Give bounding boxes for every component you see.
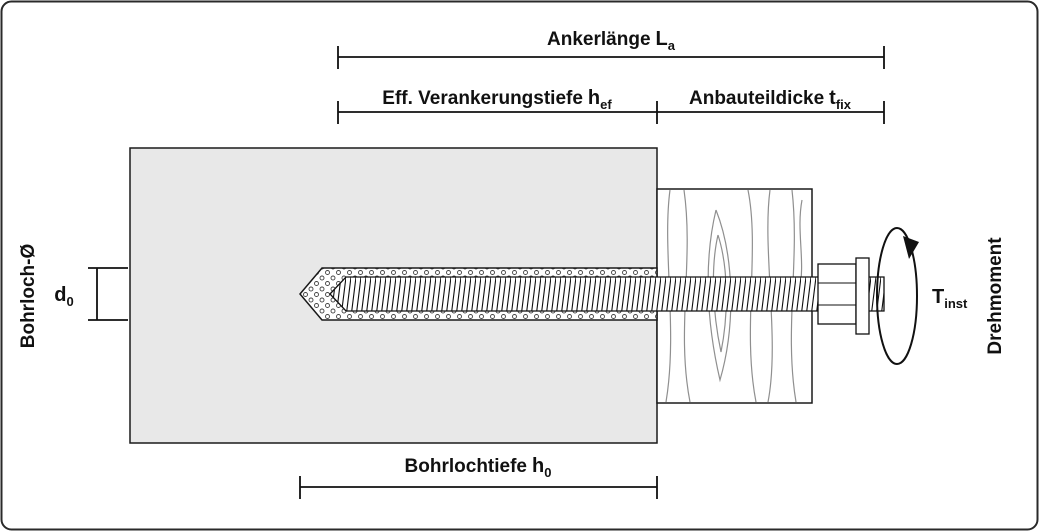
threaded-rod [329,276,885,312]
label-hole-diameter: d0 [54,284,73,309]
label-hole-diameter-axis: Bohrloch-Ø [18,244,39,349]
dimension-lines [88,46,885,499]
hex-nut [817,263,857,325]
label-torque: Tinst [932,286,968,311]
washer [855,257,870,335]
rotation-arrow-icon [876,227,919,365]
label-torque-axis: Drehmoment [985,237,1006,355]
